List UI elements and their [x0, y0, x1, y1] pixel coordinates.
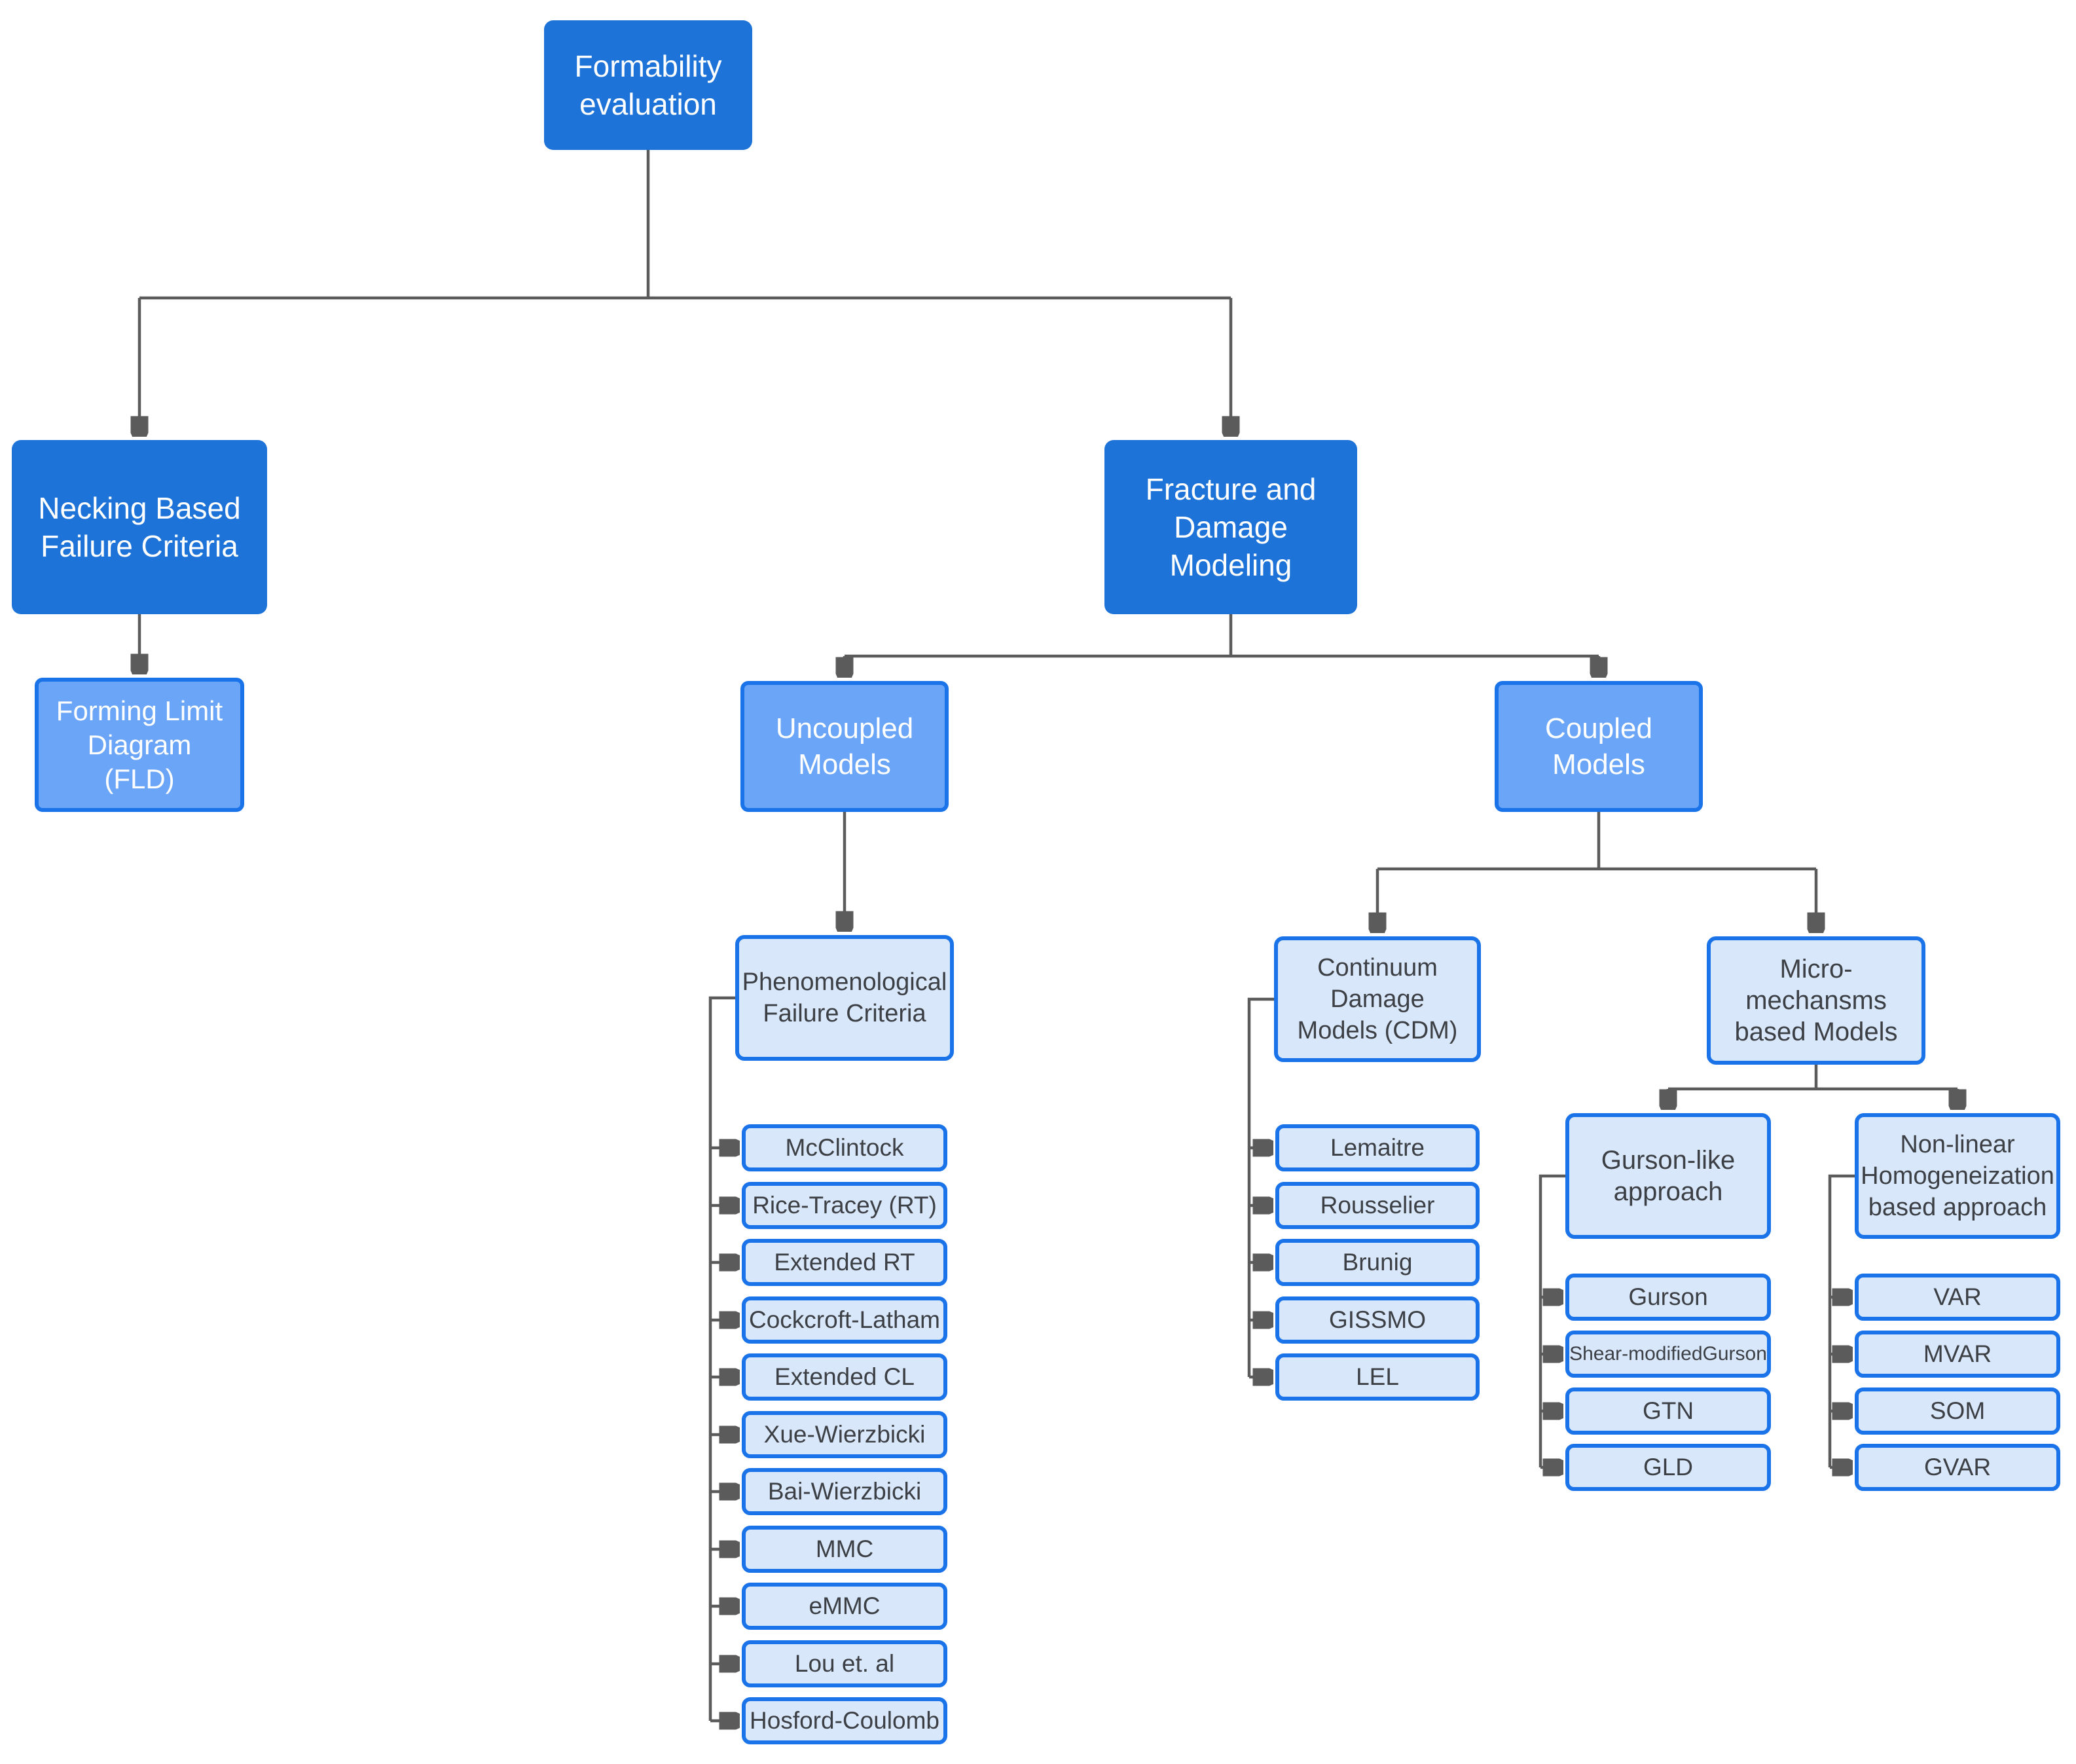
node-label: Cockcroft-Latham [749, 1306, 940, 1333]
leaf-emmc: eMMC [742, 1583, 947, 1630]
leaf-gvar: GVAR [1855, 1444, 2060, 1491]
node-label: MMC [815, 1535, 874, 1562]
node-label: Gurson-like approach [1601, 1146, 1736, 1206]
connector-cdm-leaf-trunk [1247, 997, 1274, 1377]
node-label: Shear-modifiedGurson [1569, 1343, 1767, 1365]
node-coupled-models: Coupled Models [1495, 681, 1703, 812]
node-label: Micro-mechansms based Models [1734, 955, 1898, 1046]
leaf-gld: GLD [1565, 1444, 1771, 1491]
leaf-lel: LEL [1275, 1353, 1480, 1401]
node-label: MVAR [1923, 1340, 1992, 1367]
leaf-som: SOM [1855, 1387, 2060, 1435]
node-label: Xue-Wierzbicki [763, 1421, 926, 1448]
leaf-mmc: MMC [742, 1526, 947, 1573]
node-label: GTN [1642, 1397, 1694, 1424]
leaf-gissmo: GISSMO [1275, 1296, 1480, 1344]
node-gurson-like-approach: Gurson-like approach [1565, 1113, 1771, 1239]
node-micro-mechanisms-based-models: Micro-mechansms based Models [1707, 936, 1925, 1065]
leaf-cockcroft-latham: Cockcroft-Latham [742, 1296, 947, 1344]
node-label: Gurson [1628, 1283, 1708, 1310]
node-label: McClintock [785, 1134, 904, 1161]
node-formability-evaluation: Formability evaluation [544, 20, 752, 150]
leaf-gtn: GTN [1565, 1387, 1771, 1435]
leaf-mcclintock: McClintock [742, 1124, 947, 1171]
leaf-mvar: MVAR [1855, 1331, 2060, 1378]
node-label: Necking Based Failure Criteria [38, 491, 241, 563]
node-label: Lemaitre [1330, 1134, 1425, 1161]
node-label: eMMC [809, 1592, 881, 1619]
leaf-var: VAR [1855, 1274, 2060, 1321]
connector-gurson-leaf-trunk [1539, 1174, 1565, 1467]
connector-homogeneization-leaf-trunk [1828, 1174, 1855, 1467]
node-necking-based-failure-criteria: Necking Based Failure Criteria [12, 440, 267, 614]
node-label: Fracture and Damage Modeling [1145, 472, 1317, 582]
node-label: Hosford-Coulomb [750, 1707, 939, 1734]
node-uncoupled-models: Uncoupled Models [740, 681, 949, 812]
node-label: Rousselier [1320, 1192, 1435, 1219]
node-label: GLD [1643, 1454, 1694, 1480]
node-label: Bai-Wierzbicki [767, 1478, 922, 1505]
connector-fracture-trunk [845, 614, 1599, 658]
node-label: Extended CL [774, 1363, 915, 1390]
node-fracture-and-damage-modeling: Fracture and Damage Modeling [1104, 440, 1357, 614]
node-forming-limit-diagram: Forming Limit Diagram (FLD) [35, 678, 244, 812]
node-label: Rice-Tracey (RT) [752, 1192, 937, 1219]
node-label: Forming Limit Diagram (FLD) [56, 695, 223, 794]
node-label: Continuum Damage Models (CDM) [1297, 954, 1458, 1044]
node-label: Non-linear Homogeneization based approac… [1861, 1131, 2054, 1221]
leaf-rousselier: Rousselier [1275, 1182, 1480, 1229]
leaf-gurson: Gurson [1565, 1274, 1771, 1321]
node-label: Uncoupled Models [775, 712, 914, 781]
node-label: LEL [1356, 1363, 1399, 1390]
node-label: GVAR [1923, 1454, 1992, 1480]
connector-micro-trunk [1668, 1065, 1958, 1091]
node-phenomenological-failure-criteria: Phenomenological Failure Criteria [735, 935, 954, 1061]
node-label: Formability evaluation [574, 49, 722, 121]
leaf-extended-cl: Extended CL [742, 1353, 947, 1401]
node-label: Brunig [1342, 1249, 1413, 1276]
node-label: SOM [1929, 1397, 1986, 1424]
connector-coupled-trunk [1377, 812, 1816, 871]
leaf-xue-wierzbicki: Xue-Wierzbicki [742, 1411, 947, 1458]
node-label: Extended RT [774, 1249, 915, 1276]
node-label: Coupled Models [1545, 712, 1652, 781]
node-nonlinear-homogeneization-based-approach: Non-linear Homogeneization based approac… [1855, 1113, 2060, 1239]
leaf-hosford-coulomb: Hosford-Coulomb [742, 1697, 947, 1744]
node-label: Phenomenological Failure Criteria [742, 968, 947, 1027]
leaf-bai-wierzbicki: Bai-Wierzbicki [742, 1468, 947, 1515]
leaf-lemaitre: Lemaitre [1275, 1124, 1480, 1171]
node-label: GISSMO [1328, 1306, 1427, 1333]
connector-root-trunk [139, 150, 1231, 300]
node-continuum-damage-models: Continuum Damage Models (CDM) [1274, 936, 1481, 1062]
leaf-brunig: Brunig [1275, 1239, 1480, 1286]
leaf-extended-rt: Extended RT [742, 1239, 947, 1286]
leaf-shear-modified-gurson: Shear-modifiedGurson [1565, 1331, 1771, 1378]
node-label: Lou et. al [794, 1650, 895, 1677]
leaf-lou-et-al: Lou et. al [742, 1640, 947, 1687]
node-label: VAR [1933, 1283, 1982, 1310]
leaf-rice-tracey: Rice-Tracey (RT) [742, 1182, 947, 1229]
connector-phenomenological-leaf-trunk [708, 996, 735, 1721]
